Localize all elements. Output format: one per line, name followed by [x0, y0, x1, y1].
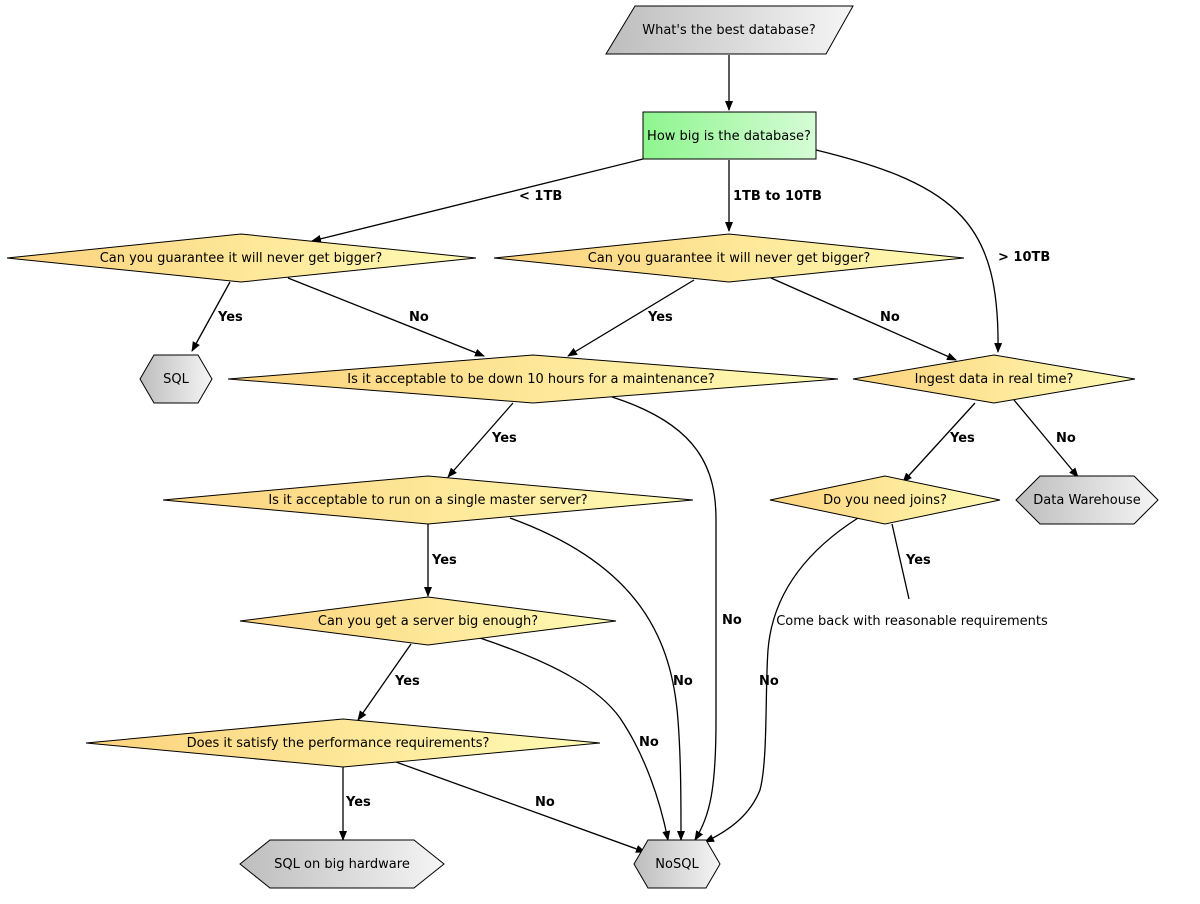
guarantee-medium-label: Can you guarantee it will never get bigg… — [588, 251, 871, 266]
size-question-box — [642, 111, 817, 160]
performance-question-diamond — [85, 718, 601, 768]
edge-guarantee-small-to-downtime — [287, 277, 485, 357]
edge-size-to-guarantee-small — [311, 158, 644, 243]
edge-joins-to-come-back — [891, 523, 910, 600]
sql-label: SQL — [163, 372, 189, 387]
edge-label-joins-yes: Yes — [905, 553, 931, 568]
edge-label-performance-no: No — [535, 795, 555, 810]
edge-label-big-server-no: No — [639, 735, 659, 750]
edge-label-performance-yes: Yes — [345, 795, 371, 810]
edge-label-single-master-no: No — [673, 674, 693, 689]
edge-label-big-server-yes: Yes — [394, 674, 420, 689]
downtime-question-node: Is it acceptable to be down 10 hours for… — [227, 354, 839, 404]
sql-node: SQL — [139, 354, 213, 404]
guarantee-small-diamond — [6, 233, 477, 283]
nodes: What's the best database? How big is the… — [6, 5, 1159, 889]
guarantee-medium-node: Can you guarantee it will never get bigg… — [493, 233, 965, 283]
edge-label-downtime-yes: Yes — [491, 431, 517, 446]
edge-label-joins-no: No — [759, 674, 779, 689]
edge-single-master-to-nosql — [509, 517, 685, 841]
nosql-hexagon — [633, 839, 721, 889]
joins-question-diamond — [769, 475, 1001, 525]
data-warehouse-node: Data Warehouse — [1015, 475, 1159, 525]
edge-guarantee-medium-to-realtime — [770, 277, 957, 361]
edge-downtime-to-single-master — [447, 402, 514, 478]
edge-label-lt-1tb: < 1TB — [519, 189, 562, 204]
edge-label-small-yes: Yes — [217, 310, 243, 325]
nosql-node: NoSQL — [633, 839, 721, 889]
joins-question-label: Do you need joins? — [823, 493, 947, 508]
joins-question-node: Do you need joins? — [769, 475, 1001, 525]
edge-label-realtime-no: No — [1056, 431, 1076, 446]
edge-downtime-to-nosql — [611, 396, 717, 841]
size-question-node: How big is the database? — [642, 111, 817, 160]
edge-big-server-to-performance — [357, 643, 412, 721]
nosql-label: NoSQL — [655, 857, 699, 872]
edge-realtime-to-joins — [902, 402, 976, 483]
performance-question-node: Does it satisfy the performance requirem… — [85, 718, 601, 768]
guarantee-small-label: Can you guarantee it will never get bigg… — [100, 251, 383, 266]
edge-size-to-realtime — [815, 149, 1003, 353]
edge-realtime-to-data-warehouse — [1013, 399, 1079, 478]
data-warehouse-label: Data Warehouse — [1033, 493, 1140, 508]
edge-label-gt-10tb: > 10TB — [998, 250, 1050, 265]
edge-labels: < 1TB 1TB to 10TB > 10TB Yes No Yes No Y… — [217, 189, 1076, 810]
performance-question-label: Does it satisfy the performance requirem… — [187, 736, 490, 751]
come-back-node: Come back with reasonable requirements — [776, 614, 1048, 629]
sql-hexagon — [139, 354, 213, 404]
edge-label-medium-yes: Yes — [647, 310, 673, 325]
size-question-label: How big is the database? — [647, 129, 811, 144]
edge-label-1tb-to-10tb: 1TB to 10TB — [733, 189, 822, 204]
edge-label-downtime-no: No — [722, 613, 742, 628]
single-master-question-diamond — [162, 475, 694, 525]
downtime-question-label: Is it acceptable to be down 10 hours for… — [347, 372, 714, 387]
edge-big-server-to-nosql — [479, 637, 671, 841]
edge-guarantee-small-to-sql — [191, 281, 231, 352]
start-parallelogram — [605, 5, 854, 55]
sql-big-hardware-label: SQL on big hardware — [274, 857, 410, 872]
single-master-question-node: Is it acceptable to run on a single mast… — [162, 475, 694, 525]
edge-guarantee-medium-to-downtime — [567, 279, 695, 357]
realtime-question-diamond — [852, 354, 1136, 404]
downtime-question-diamond — [227, 354, 839, 404]
realtime-question-node: Ingest data in real time? — [852, 354, 1136, 404]
single-master-question-label: Is it acceptable to run on a single mast… — [268, 493, 587, 508]
edges — [191, 55, 1079, 853]
start-label: What's the best database? — [642, 23, 816, 38]
guarantee-medium-diamond — [493, 233, 965, 283]
edge-joins-to-nosql — [704, 517, 859, 843]
sql-big-hardware-hexagon — [239, 839, 445, 889]
edge-label-small-no: No — [409, 310, 429, 325]
edge-performance-to-nosql — [395, 761, 646, 853]
realtime-question-label: Ingest data in real time? — [915, 372, 1074, 387]
come-back-label: Come back with reasonable requirements — [776, 614, 1048, 629]
data-warehouse-hexagon — [1015, 475, 1159, 525]
big-server-question-node: Can you get a server big enough? — [239, 596, 617, 646]
start-node: What's the best database? — [605, 5, 854, 55]
edge-label-single-master-yes: Yes — [431, 553, 457, 568]
guarantee-small-node: Can you guarantee it will never get bigg… — [6, 233, 477, 283]
sql-big-hardware-node: SQL on big hardware — [239, 839, 445, 889]
edge-label-realtime-yes: Yes — [949, 431, 975, 446]
edge-label-medium-no: No — [880, 310, 900, 325]
big-server-question-diamond — [239, 596, 617, 646]
big-server-question-label: Can you get a server big enough? — [318, 614, 538, 629]
